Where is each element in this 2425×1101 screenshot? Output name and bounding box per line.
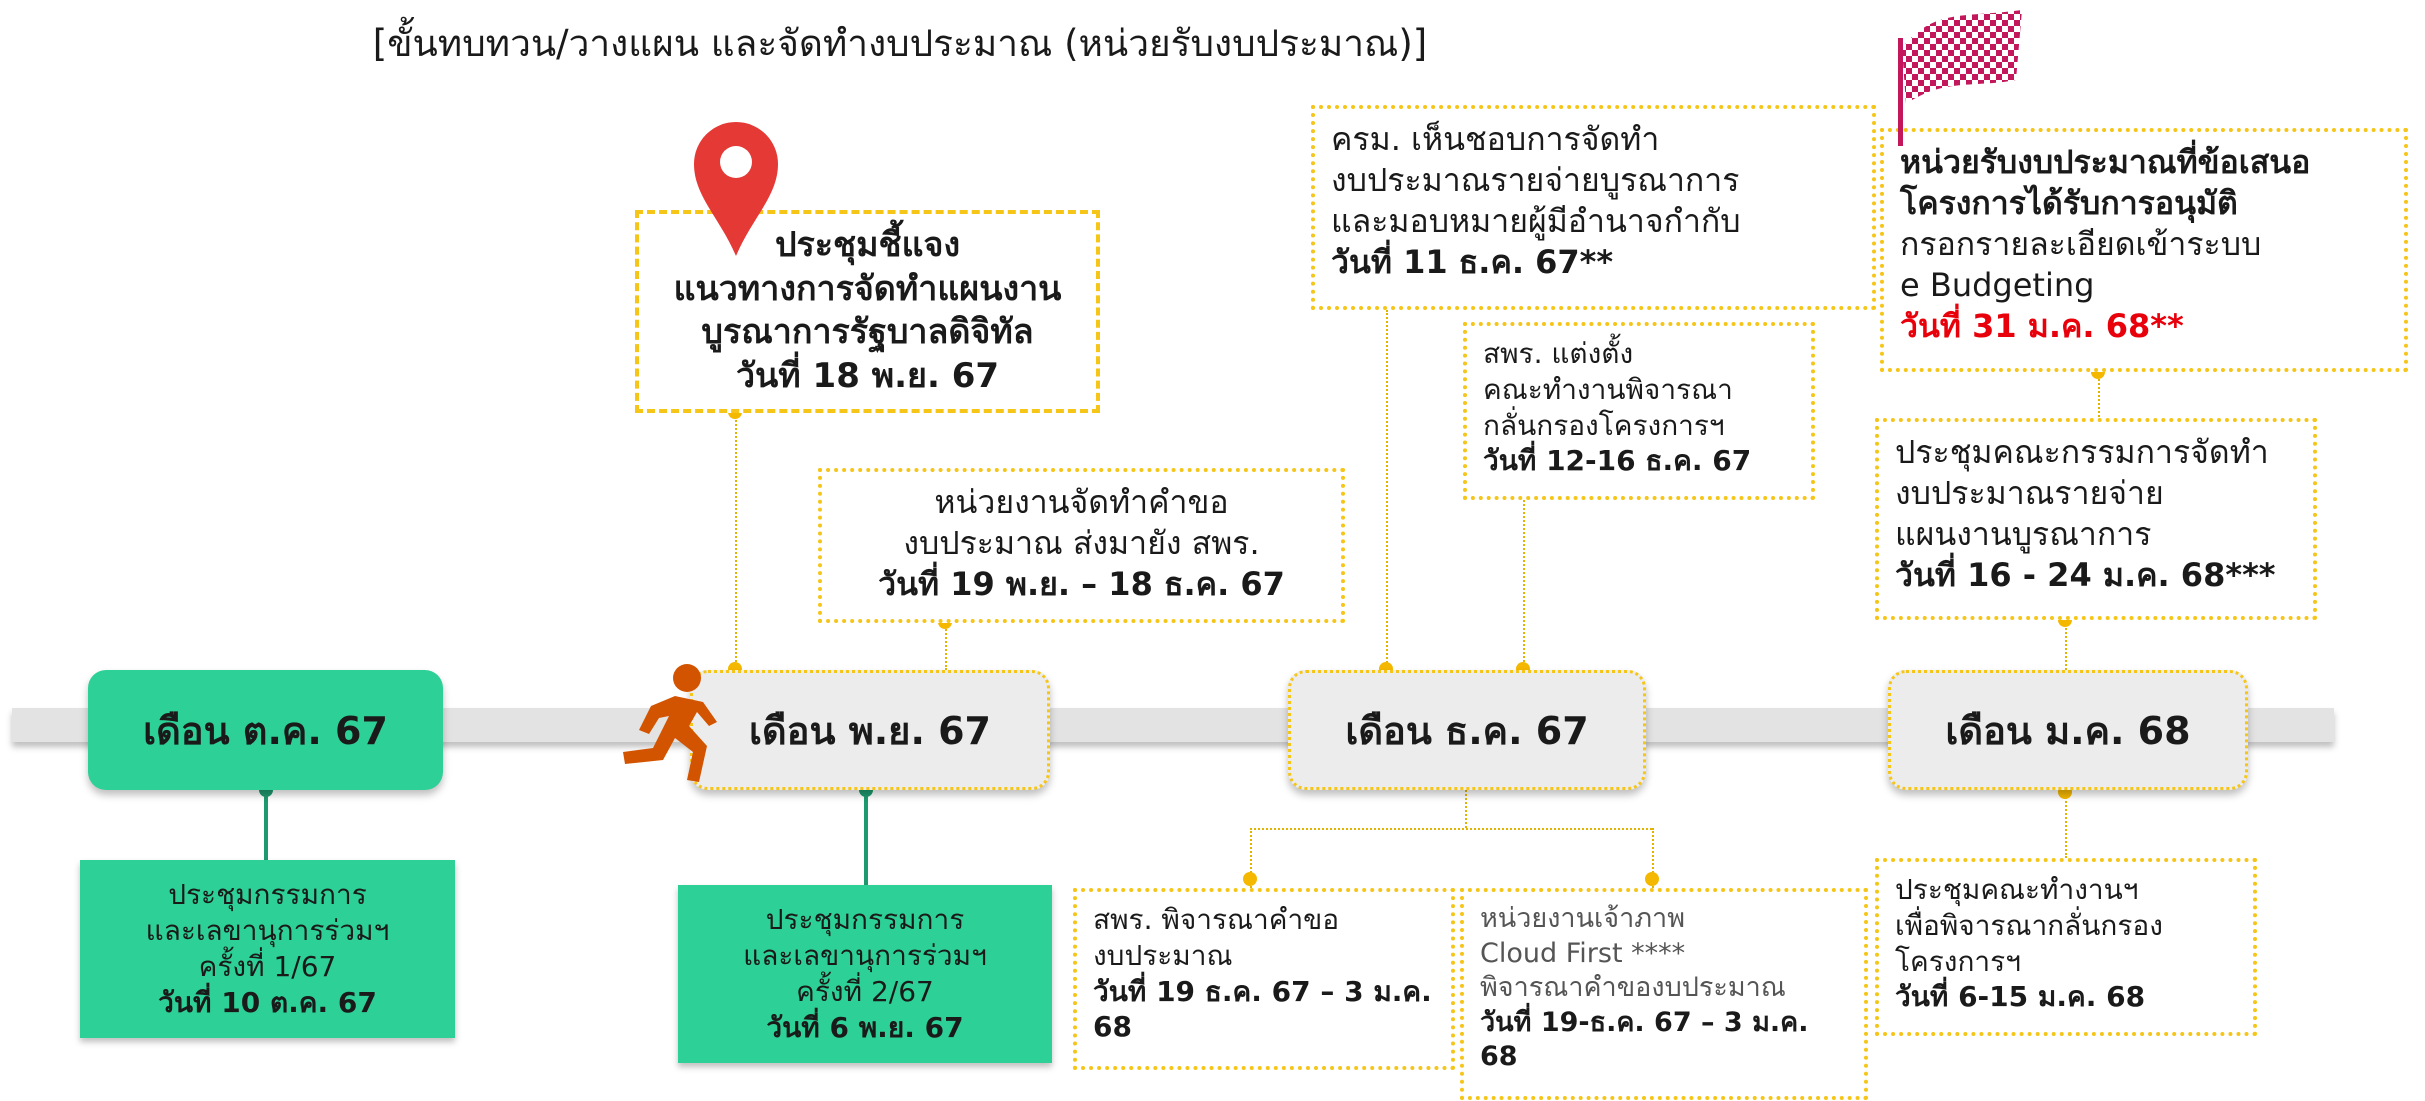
- agency-request-date: วันที่ 19 พ.ย. – 18 ธ.ค. 67: [878, 564, 1285, 603]
- screening-line2: เพื่อพิจารณากลั่นกรอง: [1895, 908, 2163, 942]
- subtitle: [ขั้นทบทวน/วางแผน และจัดทำงบประมาณ (หน่ว…: [372, 22, 1428, 65]
- committee-line3: แผนงานบูรณาการ: [1895, 514, 2152, 553]
- cabinet-line1: ครม. เห็นชอบการจัดทำ: [1331, 120, 1660, 158]
- agency-request-box: หน่วยงานจัดทำคำขอ งบประมาณ ส่งมายัง สพร.…: [818, 468, 1345, 623]
- approved-date: วันที่ 31 ม.ค. 68**: [1900, 306, 2184, 345]
- cabinet-line3: และมอบหมายผู้มีอำนาจกำกับ: [1331, 201, 1741, 240]
- screening-box: ประชุมคณะทำงานฯ เพื่อพิจารณากลั่นกรอง โค…: [1875, 858, 2257, 1036]
- connector: [1652, 828, 1654, 888]
- dga-review-box: สพร. พิจารณาคำขอ งบประมาณ วันที่ 19 ธ.ค.…: [1073, 888, 1455, 1070]
- connector: [1250, 828, 1652, 830]
- connector: [1386, 310, 1388, 670]
- connector: [1250, 828, 1252, 888]
- meeting1-line1: ประชุมกรรมการ: [168, 878, 367, 912]
- connector: [735, 412, 737, 710]
- working-group-line2: คณะทำงานพิจารณา: [1483, 372, 1733, 406]
- approved-line3: กรอกรายละเอียดเข้าระบบ: [1900, 224, 2262, 263]
- cloud-host-line1: หน่วยงานเจ้าภาพ: [1480, 903, 1686, 934]
- committee-date: วันที่ 16 - 24 ม.ค. 68***: [1895, 555, 2276, 594]
- screening-line1: ประชุมคณะทำงานฯ: [1895, 873, 2139, 906]
- meeting1-date: วันที่ 10 ต.ค. 67: [158, 985, 377, 1019]
- guideline-line2: แนวทางการจัดทำแผนงาน: [673, 268, 1062, 309]
- meeting2-date: วันที่ 6 พ.ย. 67: [766, 1010, 964, 1044]
- working-group-date: วันที่ 12-16 ธ.ค. 67: [1483, 444, 1752, 478]
- month-oct: เดือน ต.ค. 67: [88, 670, 443, 790]
- guideline-meeting-box: ประชุมชี้แจง แนวทางการจัดทำแผนงาน บูรณาก…: [635, 210, 1100, 413]
- month-nov: เดือน พ.ย. 67: [690, 670, 1050, 790]
- working-group-line1: สพร. แต่งตั้ง: [1483, 337, 1634, 370]
- connector-dot: [1243, 872, 1257, 886]
- meeting2-line2: และเลขานุการร่วมฯ: [743, 939, 987, 973]
- guideline-line1: ประชุมชี้แจง: [774, 225, 961, 265]
- committee-budget-box: ประชุมคณะกรรมการจัดทำ งบประมาณรายจ่าย แผ…: [1875, 418, 2317, 620]
- screening-date: วันที่ 6-15 ม.ค. 68: [1895, 980, 2146, 1014]
- connector: [2098, 372, 2100, 417]
- dga-review-line1: สพร. พิจารณาคำขอ: [1093, 903, 1340, 936]
- connector: [1465, 790, 1467, 828]
- connector: [2065, 790, 2067, 858]
- meeting2-line1: ประชุมกรรมการ: [765, 903, 965, 937]
- cloud-host-box: หน่วยงานเจ้าภาพ Cloud First **** พิจารณา…: [1460, 888, 1868, 1100]
- cabinet-date: วันที่ 11 ธ.ค. 67**: [1331, 242, 1614, 281]
- cabinet-line2: งบประมาณรายจ่ายบูรณาการ: [1331, 160, 1740, 199]
- approved-line2: โครงการได้รับการอนุมัติ: [1900, 183, 2238, 222]
- meeting2-line3: ครั้งที่ 2/67: [796, 975, 934, 1008]
- committee-line1: ประชุมคณะกรรมการจัดทำ: [1895, 433, 2269, 471]
- guideline-date: วันที่ 18 พ.ย. 67: [735, 355, 1000, 396]
- approved-line1: หน่วยรับงบประมาณที่ข้อเสนอ: [1900, 143, 2311, 181]
- cloud-host-date: วันที่ 19-ธ.ค. 67 – 3 ม.ค. 68: [1480, 1006, 1809, 1073]
- month-jan: เดือน ม.ค. 68: [1888, 670, 2248, 790]
- guideline-line3: บูรณาการรัฐบาลดิจิทัล: [701, 312, 1034, 353]
- agency-request-line1: หน่วยงานจัดทำคำขอ: [934, 483, 1229, 521]
- checkered-flag-icon: [1898, 10, 2022, 146]
- cloud-host-line2: Cloud First ****: [1480, 937, 1686, 969]
- month-dec: เดือน ธ.ค. 67: [1288, 670, 1646, 790]
- working-group-box: สพร. แต่งตั้ง คณะทำงานพิจารณา กลั่นกรองโ…: [1463, 322, 1815, 500]
- connector: [945, 622, 947, 670]
- connector-dot: [1645, 872, 1659, 886]
- meeting1-box: ประชุมกรรมการ และเลขานุการร่วมฯ ครั้งที่…: [80, 860, 455, 1038]
- cloud-host-line3: พิจารณาคำของบประมาณ: [1480, 972, 1786, 1004]
- dga-review-line2: งบประมาณ: [1093, 938, 1233, 972]
- dga-review-date: วันที่ 19 ธ.ค. 67 – 3 ม.ค. 68: [1093, 974, 1432, 1044]
- connector: [2065, 620, 2067, 670]
- working-group-line3: กลั่นกรองโครงการฯ: [1483, 408, 1725, 442]
- committee-line2: งบประมาณรายจ่าย: [1895, 473, 2164, 512]
- map-pin-icon: [694, 122, 778, 256]
- meeting1-line2: และเลขานุการร่วมฯ: [145, 914, 390, 948]
- meeting1-line3: ครั้งที่ 1/67: [198, 950, 337, 983]
- connector: [1523, 500, 1525, 670]
- approved-box: หน่วยรับงบประมาณที่ข้อเสนอ โครงการได้รับ…: [1880, 128, 2408, 372]
- connector: [264, 790, 268, 860]
- meeting2-box: ประชุมกรรมการ และเลขานุการร่วมฯ ครั้งที่…: [678, 885, 1052, 1063]
- screening-line3: โครงการฯ: [1895, 944, 2021, 978]
- approved-line4: e Budgeting: [1900, 265, 2095, 304]
- agency-request-line2: งบประมาณ ส่งมายัง สพร.: [903, 523, 1260, 562]
- cabinet-box: ครม. เห็นชอบการจัดทำ งบประมาณรายจ่ายบูรณ…: [1311, 105, 1876, 310]
- runner-icon: [623, 664, 717, 782]
- connector: [864, 790, 868, 885]
